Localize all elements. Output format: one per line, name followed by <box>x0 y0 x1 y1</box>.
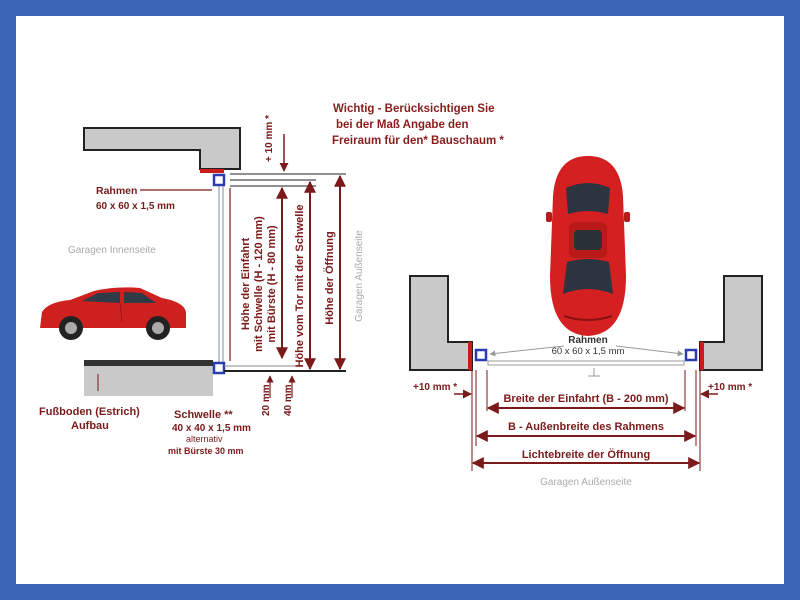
diagram-canvas: Wichtig - Berücksichtigen Sie bei der Ma… <box>16 16 784 584</box>
note-line-2: bei der Maß Angabe den <box>336 119 468 131</box>
note-line-1: Wichtig - Berücksichtigen Sie <box>333 103 495 115</box>
floor-label-2: Aufbau <box>71 420 109 432</box>
left-wall <box>409 275 473 371</box>
foam-right <box>700 342 704 370</box>
top-gap-label: + 10 mm * <box>264 115 275 162</box>
floor-screed <box>84 360 213 366</box>
label-passage-height: Höhe der Einfahrt <box>240 238 252 331</box>
label-door-height: Höhe vom Tor mit der Schwelle <box>294 205 306 368</box>
car-side-icon <box>40 287 186 340</box>
label-inside: Garagen Innenseite <box>68 245 156 256</box>
lintel-wall <box>83 127 241 170</box>
side-view: + 10 mm * Höhe der Einfahrt mit Schwelle… <box>39 115 365 456</box>
door-plan <box>487 360 685 366</box>
label-outside-bottom: Garagen Außenseite <box>540 477 632 488</box>
foam-left <box>468 342 472 370</box>
dim-40-label: 40 mm <box>283 384 294 416</box>
floor-label-1: Fußboden (Estrich) <box>39 406 140 418</box>
top-rahmen-pointer-right <box>615 345 684 357</box>
label-clear-width: Lichtebreite der Öffnung <box>522 448 650 461</box>
label-frame-width: B - Außenbreite des Rahmens <box>508 421 664 433</box>
schwelle-alt: alternativ <box>186 434 223 444</box>
top-rahmen-pointer-left <box>489 345 565 357</box>
schwelle-brush: mit Bürste 30 mm <box>168 446 244 456</box>
floor-build-up <box>84 366 213 396</box>
schwelle-label: Schwelle ** <box>174 409 233 421</box>
threshold-profile <box>212 361 226 375</box>
top-view: Rahmen 60 x 60 x 1,5 mm +10 mm * +10 mm … <box>409 156 763 488</box>
label-passage-threshold: mit Schwelle (H - 120 mm) <box>253 216 265 352</box>
left-frame-profile <box>474 348 488 362</box>
schwelle-dim: 40 x 40 x 1,5 mm <box>172 423 251 434</box>
label-passage-width: Breite der Einfahrt (B - 200 mm) <box>503 393 668 405</box>
top-rahmen-label: Rahmen <box>568 335 607 346</box>
foam-strip-top <box>200 169 224 173</box>
right-wall <box>699 275 763 371</box>
side-rahmen-dim: 60 x 60 x 1,5 mm <box>96 201 175 212</box>
gap-left-label: +10 mm * <box>413 382 457 393</box>
label-opening-height: Höhe der Öffnung <box>323 231 336 325</box>
side-rahmen-label: Rahmen <box>96 185 137 197</box>
gap-right-label: +10 mm * <box>708 382 752 393</box>
note-line-3: Freiraum für den* Bauschaum * <box>332 135 504 147</box>
label-outside-side: Garagen Außenseite <box>354 230 365 322</box>
top-rahmen-dim: 60 x 60 x 1,5 mm <box>552 346 625 357</box>
car-top-icon <box>546 156 630 336</box>
dim-20-label: 20 mm <box>261 384 272 416</box>
top-frame-profile <box>212 173 226 187</box>
label-passage-brush: mit Bürste (H - 80 mm) <box>266 225 278 343</box>
right-frame-profile <box>684 348 698 362</box>
diagram-svg: Wichtig - Berücksichtigen Sie bei der Ma… <box>39 103 763 488</box>
note-text: Wichtig - Berücksichtigen Sie bei der Ma… <box>332 103 504 147</box>
